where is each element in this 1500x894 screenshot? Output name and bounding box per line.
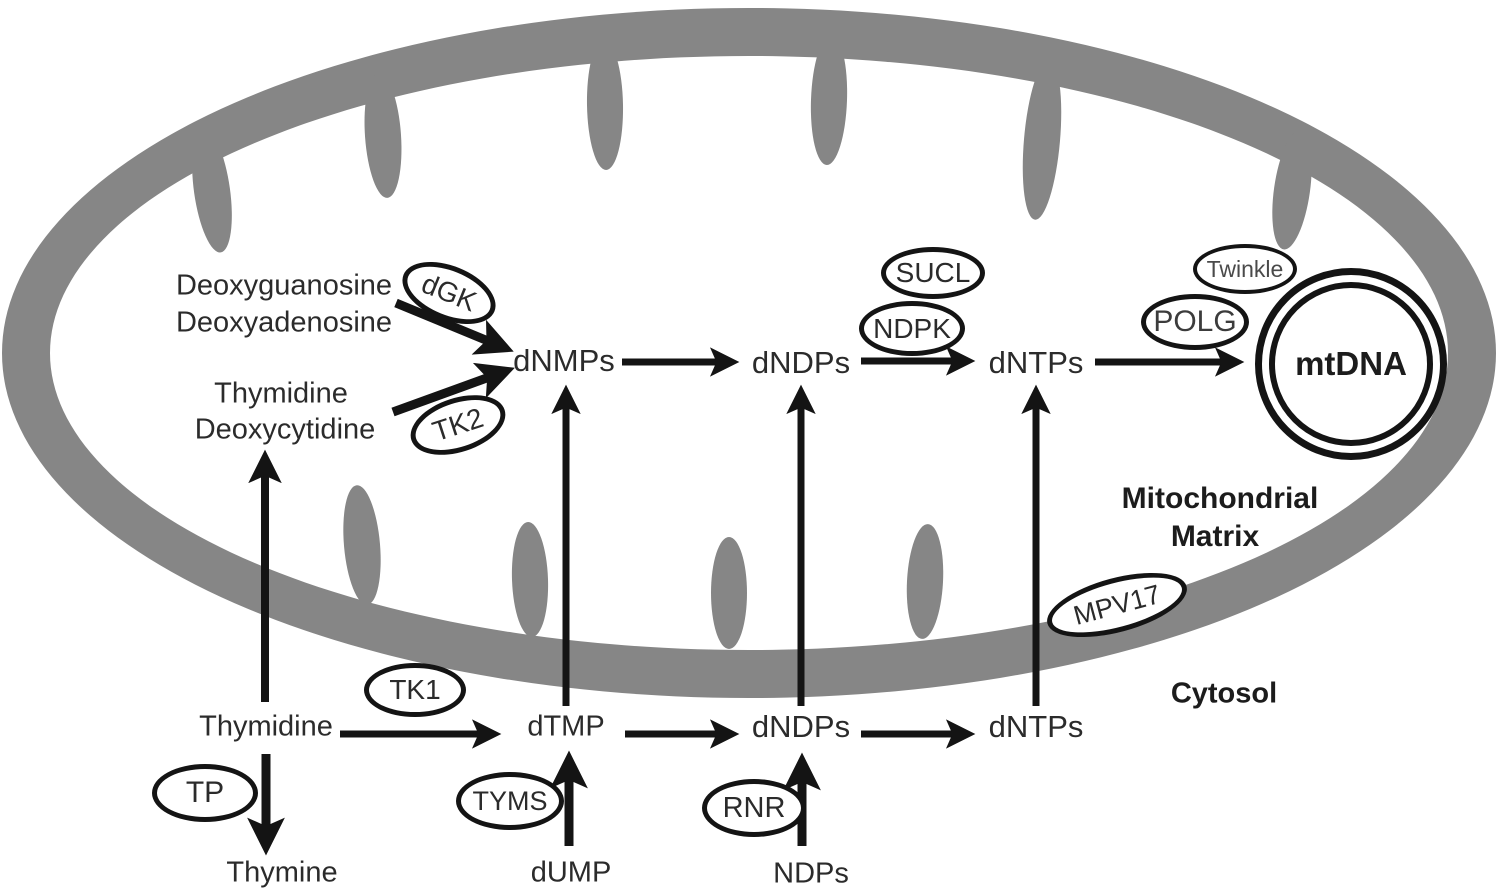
label-dnmps: dNMPs — [513, 343, 615, 378]
label-dntps-cytosol: dNTPs — [988, 709, 1084, 744]
enzyme-twinkle: Twinkle — [1193, 244, 1297, 294]
arrow-pyrimidine-nucleosides-to-dnmps — [391, 362, 515, 417]
enzyme-tk2-label: TK2 — [428, 401, 488, 448]
enzyme-polg-label: POLG — [1153, 305, 1237, 338]
enzyme-rnr: RNR — [702, 779, 806, 837]
label-dntps-matrix: dNTPs — [988, 345, 1084, 380]
label-dump: dUMP — [530, 856, 612, 889]
enzyme-tk1-label: TK1 — [389, 674, 441, 705]
label-ndps: NDPs — [773, 857, 849, 890]
label-deoxycytidine: Deoxycytidine — [194, 413, 376, 446]
label-thymidine-matrix: Thymidine — [214, 377, 348, 410]
label-thymine: Thymine — [226, 856, 338, 889]
enzyme-tp-label: TP — [185, 776, 225, 809]
enzyme-tyms-label: TYMS — [472, 785, 548, 816]
label-mitochondrial-matrix-line1: Mitochondrial — [1121, 482, 1319, 515]
label-mitochondrial-matrix-line2: Matrix — [1170, 520, 1260, 553]
label-thymidine-cytosol: Thymidine — [199, 710, 333, 743]
mtdna-inner-circle: mtDNA — [1269, 282, 1433, 446]
label-dtmp: dTMP — [527, 710, 605, 743]
label-deoxyguanosine: Deoxyguanosine — [175, 269, 393, 302]
label-dndps-cytosol: dNDPs — [751, 709, 851, 744]
enzyme-sucl: SUCL — [881, 247, 985, 299]
enzyme-tyms: TYMS — [456, 772, 564, 830]
crista-bottom-3 — [711, 537, 747, 649]
enzyme-tp: TP — [152, 764, 258, 822]
enzyme-ndpk: NDPK — [859, 301, 965, 356]
mtdna-circle: mtDNA — [1255, 268, 1447, 460]
label-cytosol: Cytosol — [1170, 677, 1278, 710]
enzyme-twinkle-label: Twinkle — [1206, 255, 1284, 282]
label-mtdna: mtDNA — [1295, 345, 1407, 382]
arrow-purine-nucleosides-to-dnmps — [394, 298, 514, 355]
enzyme-sucl-label: SUCL — [895, 257, 971, 288]
enzyme-ndpk-label: NDPK — [873, 312, 951, 344]
enzyme-tk1: TK1 — [364, 663, 466, 717]
label-dndps-matrix: dNDPs — [751, 345, 851, 380]
enzyme-dgk-label: dGK — [417, 267, 481, 318]
enzyme-polg: POLG — [1141, 294, 1249, 350]
enzyme-rnr-label: RNR — [722, 791, 786, 824]
label-deoxyadenosine: Deoxyadenosine — [175, 306, 393, 339]
